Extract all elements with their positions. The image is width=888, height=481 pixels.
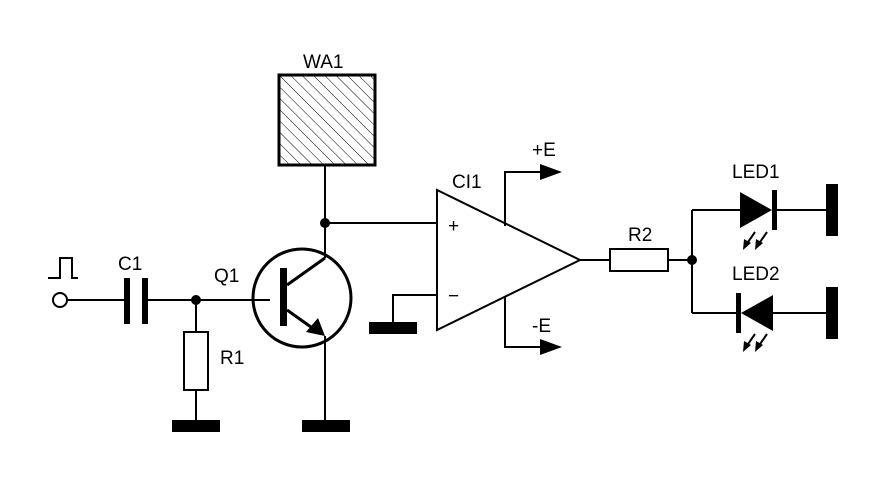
opamp-ci1 (436, 188, 583, 332)
led2 (736, 293, 773, 352)
resistor-r2 (609, 248, 669, 272)
led1 (740, 190, 777, 250)
capacitor-c1 (124, 278, 148, 324)
opamp-minus-input: − (448, 286, 459, 307)
wire-plus-supply (504, 171, 540, 226)
ground-opamp (369, 322, 417, 334)
minus-e-label: -E (532, 316, 551, 337)
led2-label: LED2 (732, 264, 780, 285)
ground-r1 (172, 420, 220, 432)
element-wa1 (277, 73, 377, 167)
c1-label: C1 (118, 254, 142, 275)
wa1-label: WA1 (303, 52, 343, 73)
opamp-plus-input: + (448, 216, 459, 237)
q1-label: Q1 (214, 266, 239, 287)
led1-label: LED1 (732, 162, 780, 183)
ground-led1 (826, 184, 838, 236)
arrow-plus-e-icon (540, 164, 562, 180)
ground-led2 (826, 287, 838, 339)
plus-e-label: +E (532, 140, 556, 161)
input-terminal (52, 292, 68, 308)
r1-label: R1 (220, 348, 244, 369)
pulse-signal-icon (48, 257, 78, 279)
r2-label: R2 (628, 225, 652, 246)
arrow-minus-e-icon (540, 339, 562, 355)
transistor-q1 (251, 247, 353, 349)
resistor-r1 (183, 331, 209, 391)
wire-minus-supply (504, 296, 540, 348)
ci1-label: CI1 (452, 172, 482, 193)
ground-emitter (302, 420, 350, 432)
wire-minus-ground (392, 294, 437, 322)
